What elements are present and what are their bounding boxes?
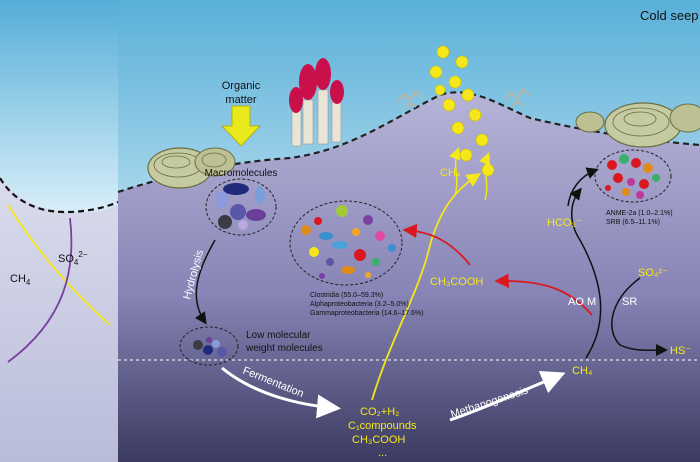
clam-cluster-left: [147, 147, 236, 189]
sulfate-right-label: SO₄²⁻: [638, 267, 668, 279]
bacterial-mats: [397, 87, 530, 109]
left-profile-panel: [0, 0, 119, 462]
clam-cluster-right: [575, 102, 700, 148]
ch4-top-label: CH₄: [440, 167, 461, 179]
hs-label: HS⁻: [670, 345, 691, 357]
left-ch4-label: CH4: [10, 273, 31, 287]
aom-label: AO M: [568, 296, 596, 308]
fermentation-arrow: [221, 366, 341, 419]
sediment-water-interface: [0, 177, 119, 214]
yellow-flux-arrow-3: [479, 152, 491, 201]
organic-matter-arrow: [221, 105, 261, 147]
ch4-bottom-label: CH₄: [572, 365, 593, 377]
sr-arrow: [611, 277, 668, 357]
hydrolysis-arrow: [194, 239, 216, 325]
products-ellipsis: ...: [378, 447, 387, 459]
sr-label: SR: [622, 296, 637, 308]
archaea-label-srb: SRB (6.5–11.1%): [606, 219, 660, 226]
aom-arrow: [569, 187, 602, 359]
organic-matter-label-line1: Organic: [222, 80, 261, 92]
product-acetate-label: CH₃COOH: [352, 434, 405, 446]
tube-worms: [289, 58, 344, 147]
co2h2-label: CO₂+H₂: [360, 406, 399, 418]
bacteria-label-gamma: Gammaproteobacteria (14.6–17.6%): [310, 310, 424, 317]
hco3-to-archaea-arrow: [567, 167, 599, 207]
archaea-label-anme: ANME-2a (1.0–2.1%): [606, 210, 673, 217]
low-molecular-cluster: [179, 326, 239, 366]
sediment-layer: [118, 92, 700, 462]
bacteria-community-cluster: [289, 200, 403, 286]
so4-profile-line: [7, 217, 73, 363]
ch4-profile-line: [7, 204, 111, 326]
bicarbonate-label: HCO₃⁻: [547, 217, 582, 229]
left-so4-label: SO42−: [58, 250, 88, 267]
yellow-flux-arrow-2: [449, 147, 461, 196]
red-arrow-bacteria: [402, 223, 471, 266]
diagram-title: Cold seep: [640, 8, 699, 23]
organic-matter-label-line2: matter: [225, 94, 257, 106]
low-molecular-label-line1: Low molecular: [246, 330, 311, 341]
macromolecules-label: Macromolecules: [205, 168, 278, 179]
c1-compounds-label: C₁compounds: [348, 420, 417, 432]
low-molecular-label-line2: weight molecules: [245, 343, 323, 354]
methane-bubbles: [429, 45, 495, 177]
yellow-flux-arrow-1: [371, 173, 482, 401]
bacteria-label-alpha: Alphaproteobacteria (3.2–5.0%): [310, 301, 409, 308]
macromolecules-cluster: [205, 178, 277, 236]
bacteria-label-clostridia: Clostridia (55.0–59.3%): [310, 292, 383, 299]
red-arrow-acetate: [494, 273, 593, 316]
acetate-label: CH₃COOH: [430, 276, 483, 288]
methanogenesis-arrow: [449, 370, 566, 422]
